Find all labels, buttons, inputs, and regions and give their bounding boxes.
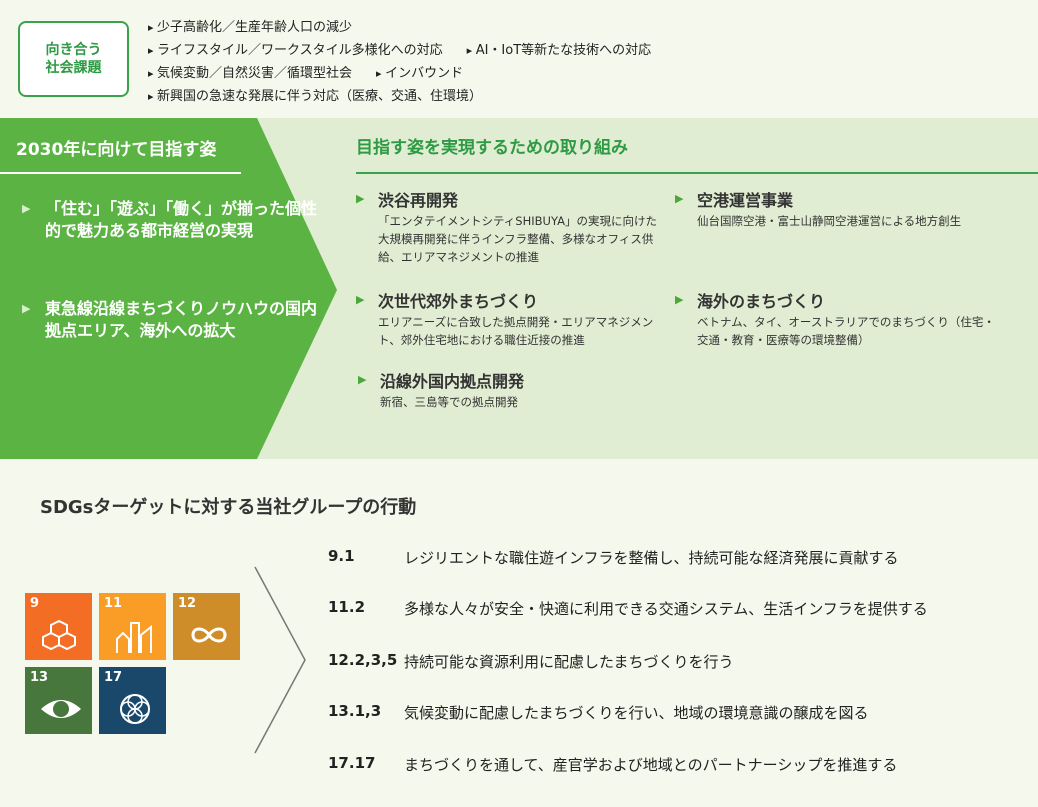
vision-goal: ▶東急線沿線まちづくりノウハウの国内拠点エリア、海外への拡大 — [22, 299, 318, 340]
sdg-goal-9-icon: 9 — [25, 593, 92, 660]
initiative-item: ▶海外のまちづくりベトナム、タイ、オーストラリアでのまちづくり（住宅・交通・教育… — [675, 292, 995, 347]
vision-band — [0, 118, 1038, 459]
triangle-bullet-icon: ▶ — [358, 373, 367, 386]
triangle-bullet-icon: ▶ — [675, 192, 684, 205]
sdg-goal-17-icon: 17 — [99, 667, 166, 734]
social-issues-label: 向き合う 社会課題 — [18, 21, 129, 97]
initiatives-title: 目指す姿を実現するための取り組み — [356, 138, 628, 158]
issue-item: インバウンド — [376, 62, 463, 85]
divider — [356, 172, 1038, 174]
issue-item: AI・IoT等新たな技術への対応 — [467, 39, 651, 62]
triangle-bullet-icon: ▶ — [22, 302, 31, 315]
vision-arrow-shape — [0, 118, 337, 459]
initiative-item: ▶渋谷再開発「エンタテイメントシティSHIBUYA」の実現に向けた大規模再開発に… — [356, 191, 657, 264]
initiative-item: ▶次世代郊外まちづくりエリアニーズに合致した拠点開発・エリアマネジメント、郊外住… — [356, 292, 654, 347]
vision-goal: ▶「住む」「遊ぶ」「働く」が揃った個性的で魅力ある都市経営の実現 — [22, 199, 318, 240]
triangle-bullet-icon: ▶ — [675, 293, 684, 306]
sdg-goal-12-icon: 12 — [173, 593, 240, 660]
chevron-right-icon — [254, 566, 306, 754]
issue-item: 少子高齢化／生産年齢人口の減少 — [148, 16, 352, 39]
triangle-bullet-icon: ▶ — [22, 202, 31, 215]
initiative-item: ▶空港運営事業仙台国際空港・富士山静岡空港運営による地方創生 — [675, 191, 962, 228]
triangle-bullet-icon: ▶ — [356, 293, 365, 306]
issue-item: 新興国の急速な発展に伴う対応（医療、交通、住環境） — [148, 85, 482, 108]
sdg-goal-11-icon: 11 — [99, 593, 166, 660]
initiative-item: ▶沿線外国内拠点開発新宿、三島等での拠点開発 — [358, 372, 525, 409]
issue-item: 気候変動／自然災害／循環型社会 — [148, 62, 352, 85]
issue-item: ライフスタイル／ワークスタイル多様化への対応 — [148, 39, 443, 62]
sdg-goal-13-icon: 13 — [25, 667, 92, 734]
social-issues-list: 少子高齢化／生産年齢人口の減少 ライフスタイル／ワークスタイル多様化への対応 AI… — [148, 16, 651, 108]
triangle-bullet-icon: ▶ — [356, 192, 365, 205]
sdgs-title: SDGsターゲットに対する当社グループの行動 — [40, 497, 417, 518]
vision-title: 2030年に向けて目指す姿 — [16, 140, 217, 160]
divider — [0, 172, 241, 174]
